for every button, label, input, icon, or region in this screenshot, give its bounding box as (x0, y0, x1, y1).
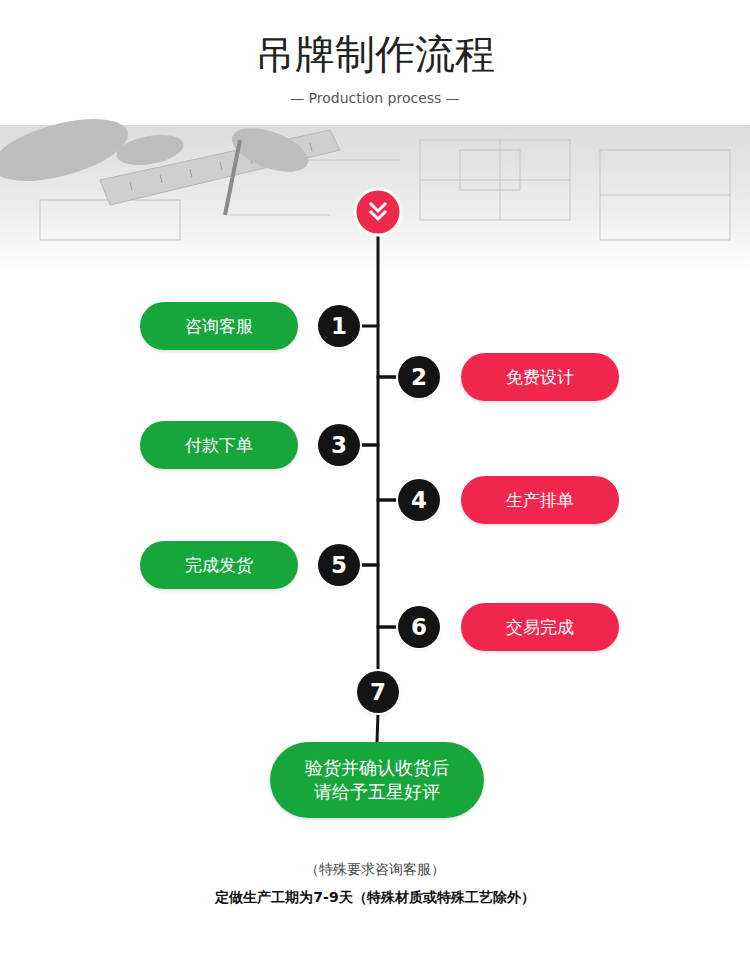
callout-number: 6 (411, 614, 427, 640)
step-label: 付款下单 (185, 434, 253, 457)
spine-connector (360, 377, 398, 445)
step-circle: 3 (318, 424, 360, 466)
callout-number: 2 (411, 364, 427, 390)
step-pill: 验货并确认收货后 请给予五星好评 (270, 742, 484, 818)
spine-connector (360, 565, 398, 627)
step-pill: 交易完成 (461, 603, 619, 651)
step-pill: 免费设计 (461, 353, 619, 401)
spine-connector (360, 445, 398, 500)
spine-connector (360, 326, 398, 377)
footer-note: （特殊要求咨询客服） (0, 859, 750, 879)
step-pill: 完成发货 (140, 541, 298, 589)
spine-connector (378, 627, 398, 671)
step-circle: 2 (398, 356, 440, 398)
hands (0, 107, 314, 193)
step-label: 交易完成 (506, 616, 574, 639)
spine-connector (360, 500, 398, 565)
step-pill: 生产排单 (461, 476, 619, 524)
step-circle: 1 (318, 305, 360, 347)
start-badge (355, 189, 401, 235)
callout-number: 1 (331, 313, 347, 339)
footer-note: 定做生产工期为7-9天（特殊材质或特殊工艺除外） (0, 887, 750, 907)
step-circle: 4 (398, 479, 440, 521)
callout-number: 3 (331, 432, 347, 458)
pencil (225, 140, 240, 215)
step-label: 完成发货 (185, 554, 253, 577)
step-circle: 5 (318, 544, 360, 586)
subtitle: — Production process — (0, 88, 750, 108)
step-label: 咨询客服 (185, 315, 253, 338)
callout-number: 4 (411, 487, 427, 513)
diagram-title: 吊牌制作流程 (0, 30, 750, 78)
step-pill: 付款下单 (140, 421, 298, 469)
callout-number: 5 (331, 552, 347, 578)
step-circle: 6 (398, 606, 440, 648)
step-circle: 7 (357, 671, 399, 713)
spine-connector (377, 713, 378, 742)
spine-line (377, 232, 380, 326)
step-label: 生产排单 (506, 489, 574, 512)
callout-number: 7 (370, 679, 386, 705)
step-label: 验货并确认收货后 请给予五星好评 (292, 756, 462, 805)
step-pill: 咨询客服 (140, 302, 298, 350)
step-label: 免费设计 (506, 366, 574, 389)
